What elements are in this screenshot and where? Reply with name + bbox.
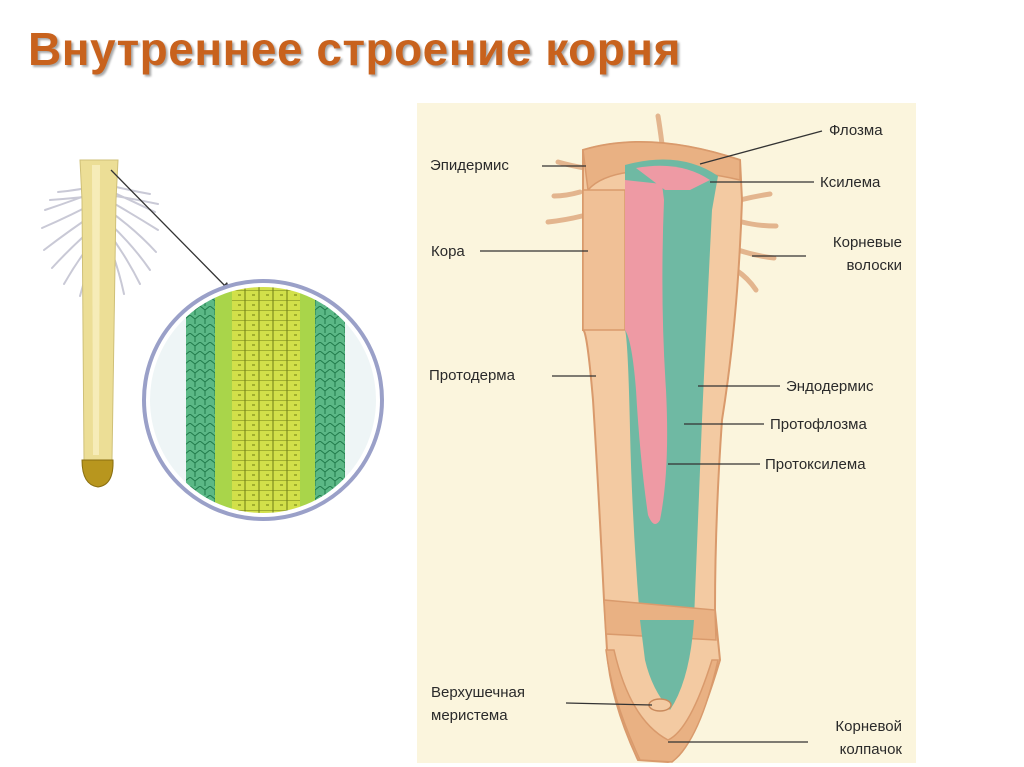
label-apical-meristem-line2: меристема xyxy=(431,707,508,724)
leader-apical-meristem xyxy=(565,702,653,706)
pointer-line xyxy=(110,169,232,293)
label-xylem: Ксилема xyxy=(820,174,881,191)
apical-meristem xyxy=(648,698,672,712)
xylem-top xyxy=(636,165,710,190)
label-phloem: Флозма xyxy=(829,122,883,139)
microscope-view xyxy=(142,279,384,521)
label-root-cap-line2: колпачок xyxy=(839,741,902,758)
root-cap xyxy=(605,649,719,763)
label-protoderm: Протодерма xyxy=(429,367,515,384)
label-protoxylem: Протоксилема xyxy=(765,456,866,473)
label-root-hairs-line1: Корневые xyxy=(832,234,902,251)
cortex-block xyxy=(582,189,626,331)
label-protophloem: Протофлозма xyxy=(770,416,867,433)
label-root-hairs-line2: волоски xyxy=(846,257,902,274)
microscope-cortex-band-left xyxy=(215,287,232,513)
microscope-cortex-band-right xyxy=(300,287,315,513)
leader-phloem xyxy=(699,130,823,165)
seedling-root-highlight xyxy=(92,165,100,455)
procambium-region xyxy=(640,620,694,710)
seedling-root-tip xyxy=(81,459,114,488)
label-epidermis: Эпидермис xyxy=(430,157,509,174)
label-endodermis: Эндодермис xyxy=(786,378,874,395)
slide-title: Внутреннее строение корня xyxy=(28,23,681,75)
seedling-illustration xyxy=(41,159,232,488)
microscope-epidermis-band-right xyxy=(315,287,345,513)
microscope-epidermis-band-left xyxy=(186,287,215,513)
label-root-cap-line1: Корневой xyxy=(835,718,902,735)
label-apical-meristem-line1: Верхушечная xyxy=(431,684,525,701)
xylem-region xyxy=(625,180,668,524)
microscope-central-cylinder xyxy=(232,287,300,513)
leader-lines xyxy=(480,130,823,743)
label-cortex: Кора xyxy=(431,243,465,260)
root-section-illustration xyxy=(545,113,779,764)
